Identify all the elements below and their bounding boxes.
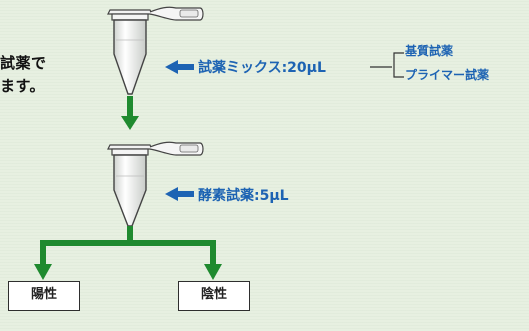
component-bracket <box>370 52 404 78</box>
intro-text-line-1: 試薬で <box>0 54 47 72</box>
pointer-arrow-2 <box>165 187 194 201</box>
component-substrate: 基質試薬 <box>405 44 454 58</box>
reagent-mix-label: 試薬ミックス:20μL <box>198 60 326 76</box>
tube-icon-1 <box>107 6 204 95</box>
component-primer: プライマー試薬 <box>405 68 490 82</box>
intro-text-line-2: ます。 <box>0 77 46 95</box>
result-positive-box: 陽性 <box>8 281 80 311</box>
tube-icon-2 <box>107 141 204 227</box>
enzyme-reagent-label: 酵素試薬:5μL <box>198 188 289 204</box>
branch-arrows <box>34 226 222 280</box>
result-negative-box: 陰性 <box>178 281 250 311</box>
pointer-arrow-1 <box>165 60 194 74</box>
arrow-down-1 <box>121 96 139 130</box>
